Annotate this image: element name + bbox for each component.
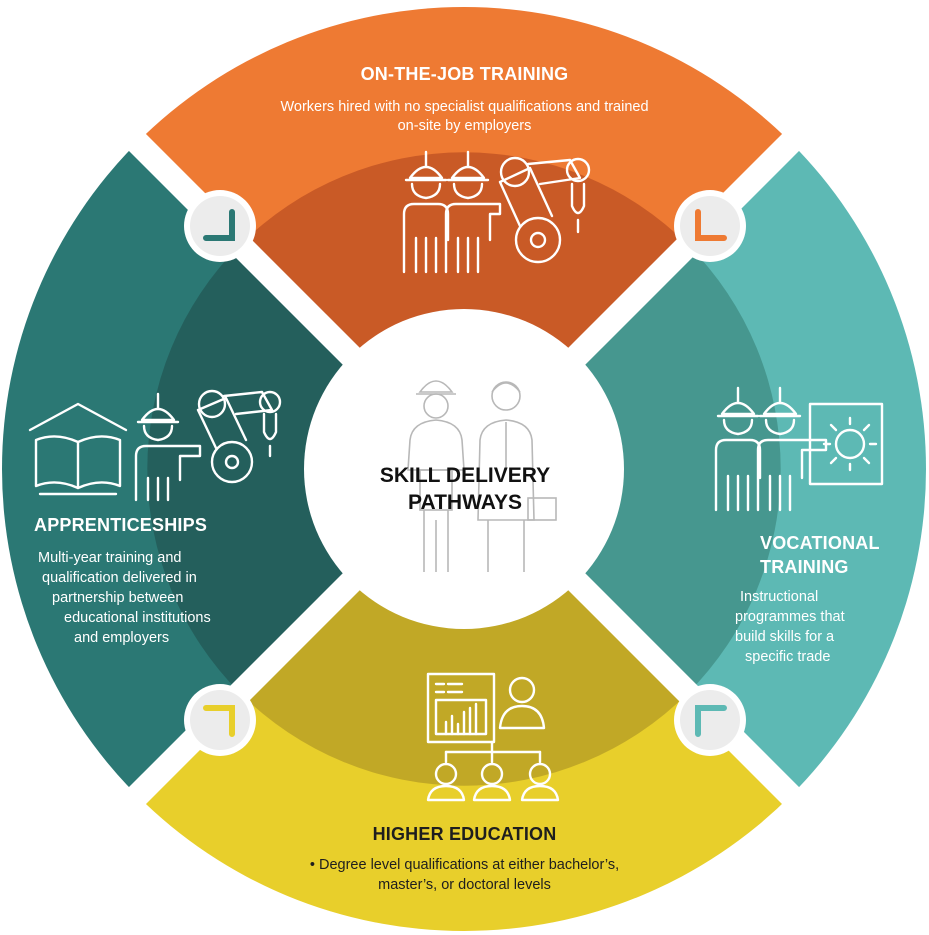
vocational-training-description-line2: programmes that [735, 609, 845, 625]
higher-education-description-line1: • Degree level qualifications at either … [309, 857, 620, 873]
on-the-job-training-description-line2: on-site by employers [397, 118, 532, 134]
professional-people-icon [407, 380, 557, 572]
corner-knob-bottom-left [184, 684, 256, 756]
center-title-line1: SKILL DELIVERY [379, 464, 551, 487]
center-title-line2: PATHWAYS [408, 491, 522, 514]
vocational-training-title-line1: VOCATIONAL [760, 533, 880, 553]
vocational-training-description-line1: Instructional [740, 589, 819, 605]
apprenticeships-title: APPRENTICESHIPS [34, 515, 208, 535]
corner-knob-top-left [184, 190, 256, 262]
vocational-training-description-line4: specific trade [745, 649, 831, 665]
apprenticeships-description-line3: partnership between [52, 590, 184, 606]
workers-with-gear-board-icon [714, 386, 884, 512]
vocational-training-description-line3: build skills for a [735, 629, 835, 645]
apprenticeships-description-line2: qualification delivered in [42, 570, 197, 586]
apprenticeships-description-line5: and employers [74, 630, 170, 646]
teacher-with-students-icon [426, 672, 560, 802]
on-the-job-training-title: ON-THE-JOB TRAINING [360, 64, 569, 84]
corner-knob-bottom-right [674, 684, 746, 756]
corner-knob-top-right [674, 190, 746, 262]
on-the-job-training-description-line1: Workers hired with no specialist qualifi… [280, 99, 649, 115]
book-worker-robot-arm-icon [28, 389, 282, 502]
vocational-training-title-line2: TRAINING [760, 557, 849, 577]
higher-education-title: HIGHER EDUCATION [372, 824, 557, 844]
higher-education-description-line2: master’s, or doctoral levels [378, 877, 551, 893]
apprenticeships-description-line4: educational institutions [64, 610, 211, 626]
workers-with-robot-arm-icon [402, 150, 591, 274]
center-title: SKILL DELIVERY PATHWAYS [325, 462, 605, 516]
apprenticeships-description-line1: Multi-year training and [38, 550, 182, 566]
